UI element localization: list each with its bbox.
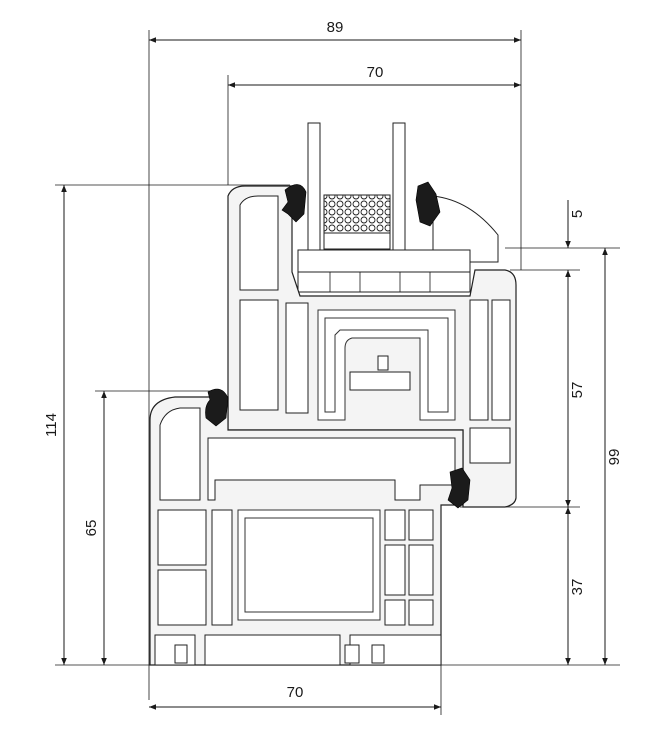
dim-top-overall: 89 <box>327 19 344 36</box>
dim-top-sash: 70 <box>367 64 384 81</box>
dim-sash-height: 57 <box>569 382 586 399</box>
gasket-outer-sash <box>281 184 307 223</box>
frame-profile <box>149 396 464 666</box>
gaskets <box>205 181 471 509</box>
dim-right-overall-height: 99 <box>606 449 623 466</box>
dim-left-frame-height: 65 <box>83 520 100 537</box>
dim-bottom-frame: 70 <box>287 684 304 701</box>
gasket-inner-glazing <box>415 181 441 227</box>
dim-glazing-rebate: 5 <box>569 210 586 218</box>
dimension-lines <box>61 37 608 710</box>
glass-spacer <box>323 194 391 234</box>
sash-profile <box>227 185 517 508</box>
glazing-unit <box>297 122 471 293</box>
dim-left-overall-height: 114 <box>43 413 60 437</box>
gasket-frame-outer <box>205 388 229 427</box>
gasket-frame-inner <box>447 467 471 509</box>
dim-frame-height: 37 <box>569 579 586 596</box>
